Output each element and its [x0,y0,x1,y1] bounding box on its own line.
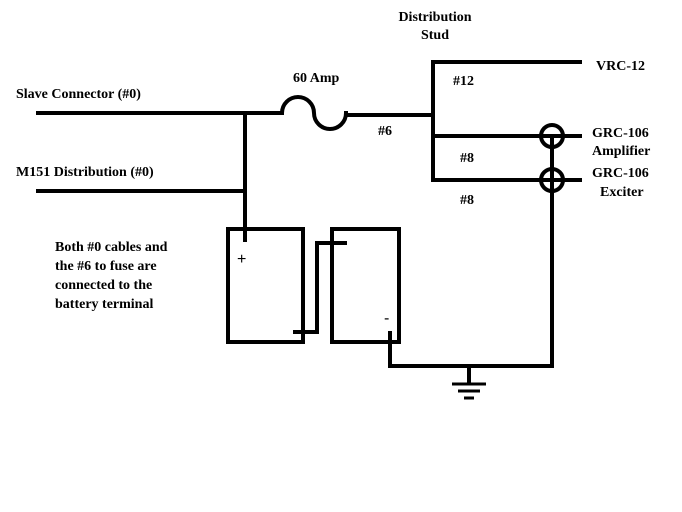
distribution-stud-label-line2: Stud [421,28,449,43]
note-line-4: battery terminal [55,297,153,312]
note-line-2: the #6 to fuse are [55,259,157,274]
exciter-connector-circle [539,167,565,193]
m151-distribution-label: M151 Distribution (#0) [16,165,154,180]
slave-connector-label: Slave Connector (#0) [16,87,141,102]
grc106-exciter-label-line2: Exciter [600,185,644,200]
amplifier-connector-circle [539,123,565,149]
battery-plus-sign: + [237,251,246,268]
grc106-amplifier-label-line2: Amplifier [592,144,650,159]
vrc12-label: VRC-12 [596,59,645,74]
fuse-symbol [279,95,349,131]
battery-series-link [293,241,347,334]
wire-8-amplifier-label: #8 [460,151,474,166]
battery-1 [226,227,305,344]
wire-8-exciter-label: #8 [460,193,474,208]
distribution-stud-label-line1: Distribution [398,10,471,25]
note-line-3: connected to the [55,278,152,293]
grc106-exciter-label-line1: GRC-106 [592,166,649,181]
battery-minus-sign: - [384,310,389,327]
ground-wire [388,331,554,368]
grc106-amplifier-label-line1: GRC-106 [592,126,649,141]
wire-6-label: #6 [378,124,392,139]
note-line-1: Both #0 cables and [55,240,168,255]
fuse-label: 60 Amp [293,71,340,86]
wire-12-label: #12 [453,74,474,89]
battery-2 [330,227,401,344]
